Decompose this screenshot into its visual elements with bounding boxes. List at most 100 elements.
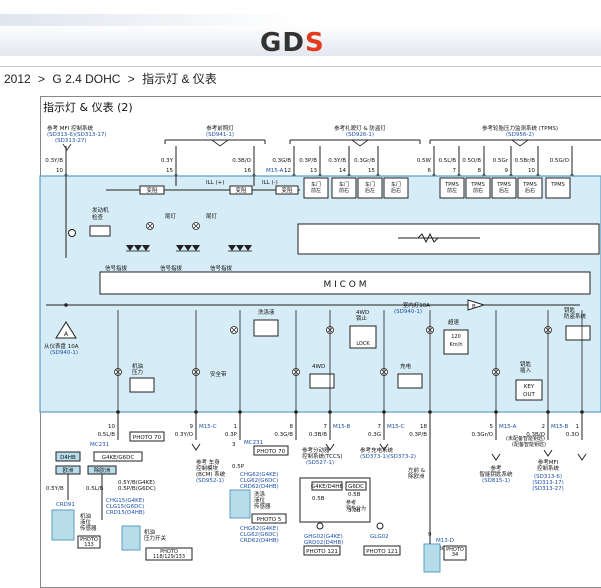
ref-mfi-code2: (SD313-27): [55, 138, 87, 144]
top-wire-pin: 15: [166, 168, 173, 174]
photo5-box: [251, 513, 287, 524]
tpms-indicator-box: [491, 177, 517, 199]
ref-mfi-label: 参考 MFI 控制系统: [47, 124, 94, 132]
oil-label: 机油压力: [132, 362, 144, 376]
photo133-box: [77, 535, 101, 549]
turn-led-icon: [142, 245, 150, 251]
crd91-label: CRD91: [56, 502, 75, 508]
bottom-pin: 5: [490, 424, 494, 430]
ref-door-code: (SD926-1): [346, 132, 374, 138]
top-wire-pin: 16: [244, 168, 251, 174]
key-out-text1: KEY: [524, 384, 535, 390]
wire-05yb: 0.5Y/B: [46, 486, 64, 492]
door-indicator-label: 车门后右: [391, 181, 401, 194]
d4hb-label: D4HB: [60, 455, 76, 461]
top-wire-color: 0.5O/B: [462, 158, 481, 164]
dimmer-box-1: [139, 185, 165, 195]
ref-tpms-label: 参考轮胎压力监测系统 (TPMS): [482, 124, 558, 132]
header-band: [0, 26, 601, 56]
top-wire-pin: 8: [478, 168, 482, 174]
tail-label-2: 尾灯: [206, 212, 218, 220]
seatbelt-ref-label: 参考 车身控制模块(BCM) 系统: [196, 458, 226, 478]
fuse-triangle-a-icon: [55, 321, 77, 339]
chg62a-label: CRD62(D4HB): [240, 484, 279, 490]
breadcrumb-engine[interactable]: G 2.4 DOHC: [52, 72, 121, 86]
bracket-front-arrow: [211, 139, 229, 147]
photo34-box: [443, 545, 467, 561]
photo121a-label: PHOTO 121: [306, 549, 338, 555]
top-wire-pin: 10: [528, 168, 535, 174]
key-out-label: 钥匙插入: [520, 360, 532, 374]
top-wire-pin: 13: [310, 168, 317, 174]
mfi-bottom-ref-code: (SD313-6)(SD313-17)(SD313-27): [532, 474, 564, 492]
door-indicator-box: [357, 177, 383, 199]
ground-glg-icon: [376, 522, 384, 530]
ref-front-label: 参考前照灯: [206, 124, 234, 132]
tpms-indicator-box: [545, 177, 571, 199]
bottom-wire-color: 0.3P/B: [409, 432, 427, 438]
m13d-label: M13-D: [436, 538, 454, 544]
top-wire-color: 0.5G/O: [550, 158, 570, 164]
tail-label-1: 尾灯: [165, 212, 177, 220]
bottom-wire-color: 0.3P: [225, 432, 238, 438]
bottom-wire-color: 0.3B/B: [309, 432, 327, 438]
tail-lamp-1-icon-x: [147, 223, 153, 229]
bottom-connector: M15-C: [199, 424, 217, 430]
chg15-label: CHG15(G4KE): [106, 498, 144, 504]
wire-05yb-g4ke: 0.5Y/B(G4KE): [118, 480, 155, 486]
bus-dot: [64, 303, 68, 307]
top-wire-pin: 6: [428, 168, 432, 174]
smart-arrow: [491, 453, 501, 461]
washer-icon-box: [253, 319, 279, 337]
top-wire-color: 0.5W: [417, 158, 432, 164]
bottom-pin: 1: [234, 424, 238, 430]
ref-front-code: (SD941-1): [206, 132, 234, 138]
smart-note-1: (未配备智能钥匙): [506, 435, 545, 442]
wire-05lb: 0.5L/B: [86, 486, 104, 492]
tpms-indicator-box: [439, 177, 465, 199]
bracket-tpms-arrow: [511, 139, 529, 147]
fwd-icon-box: [309, 373, 335, 389]
oil-switch-box: [121, 525, 141, 551]
ill-plus-label: ILL (+): [206, 180, 224, 186]
micom-box: [99, 271, 591, 295]
chg62b-label: CHG62(G4KE): [240, 526, 278, 532]
top-wire-color: 0.5Br/B: [515, 158, 536, 164]
d4hb-box: [55, 451, 81, 462]
dimmer-box-2: [229, 185, 253, 195]
buffer-b-icon: [467, 299, 486, 311]
washer-sensor-box: [229, 489, 251, 519]
key-out-box: [515, 379, 543, 401]
bcm-box: [423, 543, 441, 573]
oil-icon-box: [129, 377, 155, 393]
dimmer-box-3: [275, 185, 299, 195]
tpms-indicator-box: [517, 177, 543, 199]
g4ke-d4hb-label: G4KE/D4HB: [311, 484, 344, 490]
chg62b-label: CLG62(G6DC): [240, 532, 278, 538]
bottom-wire-color: 0.3G/B: [274, 432, 293, 438]
ref-tpms-code: (SD956-2): [506, 132, 534, 138]
photo121a-box: [303, 545, 341, 556]
key-out-text2: OUT: [523, 392, 535, 398]
bottom-pin: 7: [324, 424, 328, 430]
breadcrumb-section[interactable]: 指示灯 & 仪表: [142, 72, 217, 86]
photo5-label: PHOTO 5: [257, 517, 282, 523]
header-sweep: [0, 14, 300, 26]
breadcrumb: 2012 > G 2.4 DOHC > 指示灯 & 仪表: [4, 72, 217, 86]
engine-check-lamp-icon: [68, 229, 76, 237]
turn-led-icon: [176, 245, 184, 251]
turn-led-icon: [192, 245, 200, 251]
bottom-connector: M15-A: [499, 424, 517, 430]
turn-led-icon: [236, 245, 244, 251]
ill-minus-label: ILL (-): [262, 180, 278, 186]
overspeed-icon-box: [443, 329, 469, 355]
bottom-pin: 2: [542, 424, 546, 430]
bottom-connector: M15-C: [387, 424, 405, 430]
immobilizer-label: 钥匙防盗系统: [564, 306, 587, 320]
door-indicator-box: [331, 177, 357, 199]
buffer-b-letter: B: [472, 304, 476, 310]
top-wire-color: 0.3Y/B: [328, 158, 346, 164]
breadcrumb-year[interactable]: 2012: [4, 72, 31, 86]
top-wire-color: 0.3Gr/B: [354, 158, 375, 164]
